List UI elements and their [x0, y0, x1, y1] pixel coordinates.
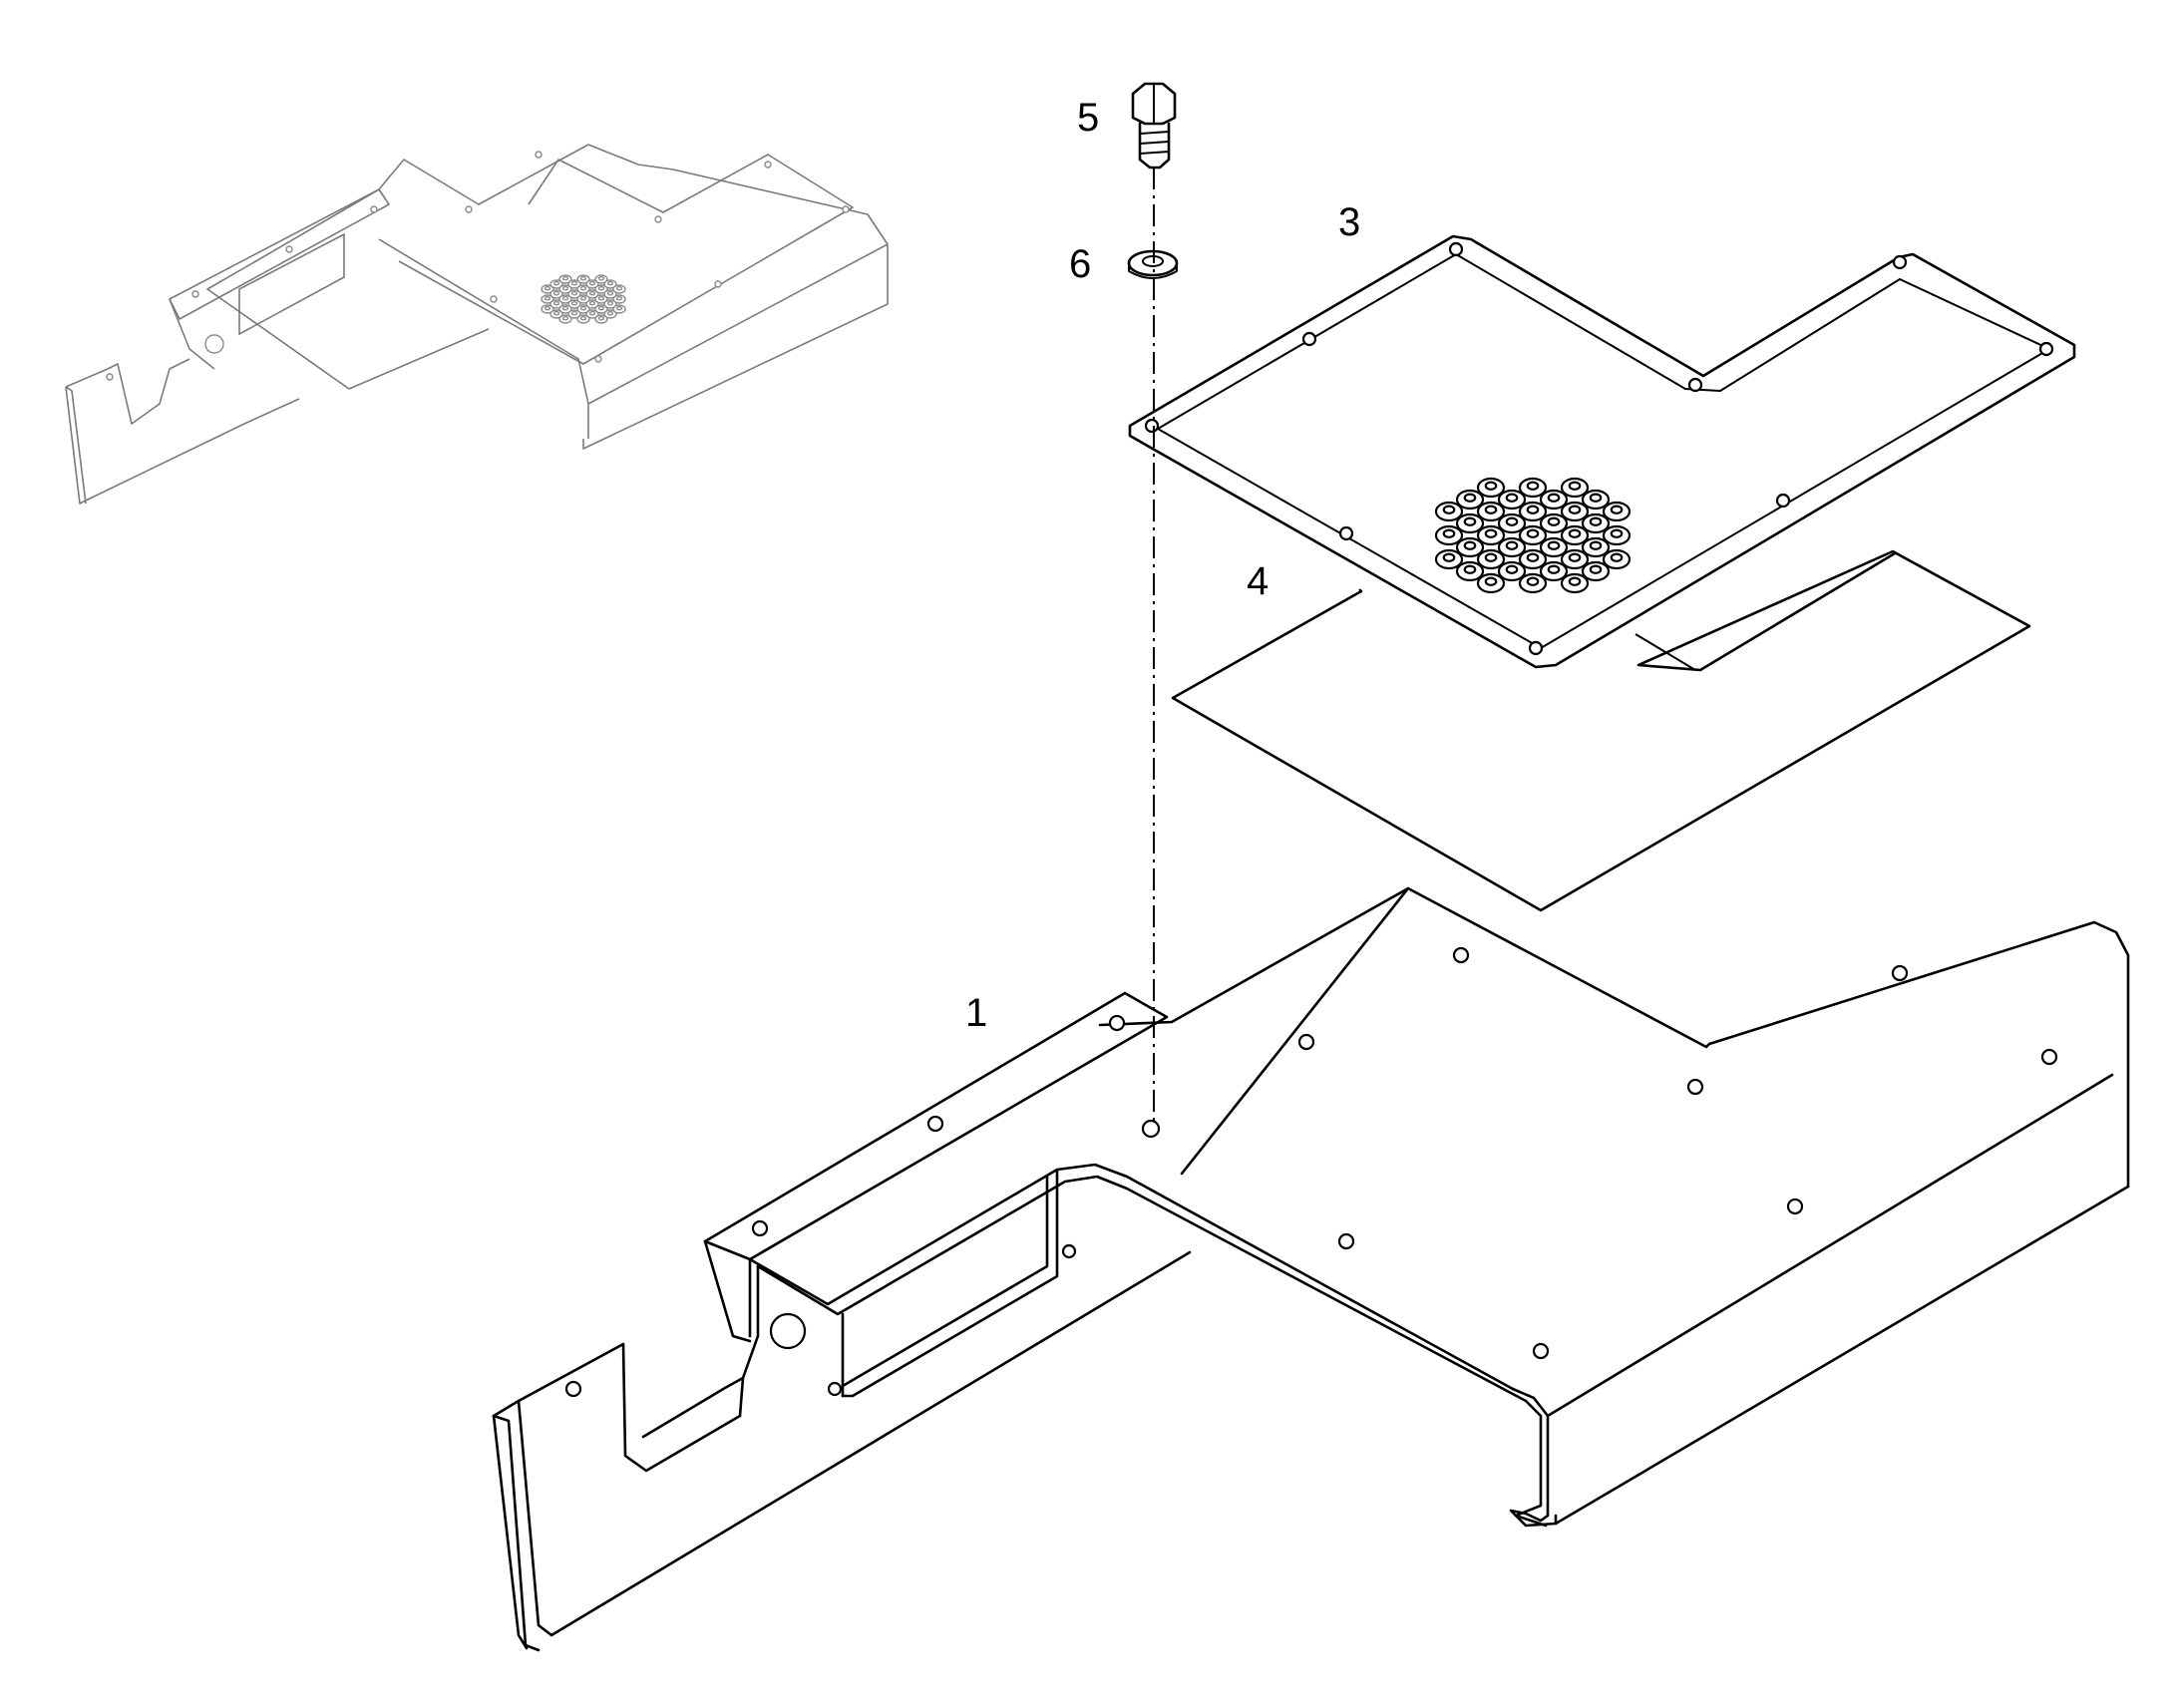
grommet-hole: [579, 315, 587, 321]
grommet-hole: [1589, 540, 1603, 550]
overview-hole-grid: [541, 274, 626, 324]
grommet-hole: [1526, 505, 1540, 514]
grommet-hole: [561, 275, 569, 281]
grommet-hole: [1484, 481, 1498, 491]
grommet-hole: [579, 285, 587, 291]
grommet-hole: [1442, 552, 1456, 562]
grommet-hole: [579, 305, 587, 311]
grommet-hole: [615, 305, 623, 311]
grommet-hole: [570, 290, 578, 296]
grommet-hole: [597, 275, 605, 281]
grommet-hole: [1610, 552, 1624, 562]
grommet-hole: [1463, 540, 1477, 550]
grommet-hole: [588, 300, 596, 306]
grommet-hole: [1505, 516, 1519, 526]
grommet-hole: [570, 280, 578, 286]
grommet-hole: [1505, 540, 1519, 550]
grommet-hole: [570, 300, 578, 306]
grommet-hole: [552, 310, 560, 316]
callout-3: 3: [1338, 200, 1361, 244]
grommet-hole: [552, 300, 560, 306]
grommet-hole: [1442, 505, 1456, 514]
grommet-hole: [570, 310, 578, 316]
grommet-hole: [561, 315, 569, 321]
grommet-hole: [1589, 516, 1603, 526]
grommet-hole: [544, 285, 551, 291]
grommet-hole: [1547, 493, 1561, 503]
grommet-hole: [597, 295, 605, 301]
overview-assembly-thumbnail: [65, 144, 889, 505]
grommet-hole: [606, 280, 614, 286]
part-3-cover-plate: [1128, 234, 2076, 669]
grommet-hole: [1568, 505, 1582, 514]
grommet-hole: [606, 310, 614, 316]
grommet-hole: [1505, 493, 1519, 503]
grommet-hole: [1568, 552, 1582, 562]
grommet-hole: [1505, 564, 1519, 574]
grommet-hole: [1589, 564, 1603, 574]
grommet-hole: [544, 295, 551, 301]
grommet-hole: [1568, 481, 1582, 491]
grommet-hole: [1484, 528, 1498, 538]
grommet-hole: [588, 310, 596, 316]
grommet-hole: [1484, 576, 1498, 586]
grommet-hole: [1484, 552, 1498, 562]
grommet-hole: [1589, 493, 1603, 503]
part-4-gasket-sheet: [1171, 549, 2031, 912]
grommet-hole: [544, 305, 551, 311]
grommet-hole: [597, 305, 605, 311]
grommet-hole: [588, 290, 596, 296]
grommet-hole: [1610, 505, 1624, 514]
grommet-hole: [552, 290, 560, 296]
grommet-hole: [1568, 528, 1582, 538]
grommet-hole: [1463, 564, 1477, 574]
cover-grommet-grid: [1434, 477, 1632, 594]
grommet-hole: [579, 275, 587, 281]
grommet-hole: [1610, 528, 1624, 538]
grommet-hole: [1526, 528, 1540, 538]
callout-1: 1: [965, 991, 988, 1035]
grommet-hole: [552, 280, 560, 286]
grommet-hole: [561, 305, 569, 311]
grommet-hole: [1547, 564, 1561, 574]
grommet-hole: [561, 285, 569, 291]
part-1-base-bracket: [492, 886, 2130, 1652]
part-5-bolt: [1131, 82, 1177, 170]
grommet-hole: [1568, 576, 1582, 586]
grommet-hole: [1547, 516, 1561, 526]
callout-6: 6: [1069, 242, 1092, 286]
grommet-hole: [606, 290, 614, 296]
grommet-hole: [597, 285, 605, 291]
grommet-hole: [1526, 552, 1540, 562]
grommet-hole: [1526, 576, 1540, 586]
grommet-hole: [1463, 493, 1477, 503]
grommet-hole: [606, 300, 614, 306]
grommet-hole: [1484, 505, 1498, 514]
grommet-hole: [597, 315, 605, 321]
callout-5: 5: [1077, 96, 1100, 140]
callout-4: 4: [1247, 559, 1270, 603]
grommet-hole: [588, 280, 596, 286]
grommet-hole: [561, 295, 569, 301]
grommet-hole: [1547, 540, 1561, 550]
grommet-hole: [1442, 528, 1456, 538]
grommet-hole: [1526, 481, 1540, 491]
grommet-hole: [1463, 516, 1477, 526]
grommet-hole: [579, 295, 587, 301]
grommet-hole: [615, 285, 623, 291]
grommet-hole: [615, 295, 623, 301]
